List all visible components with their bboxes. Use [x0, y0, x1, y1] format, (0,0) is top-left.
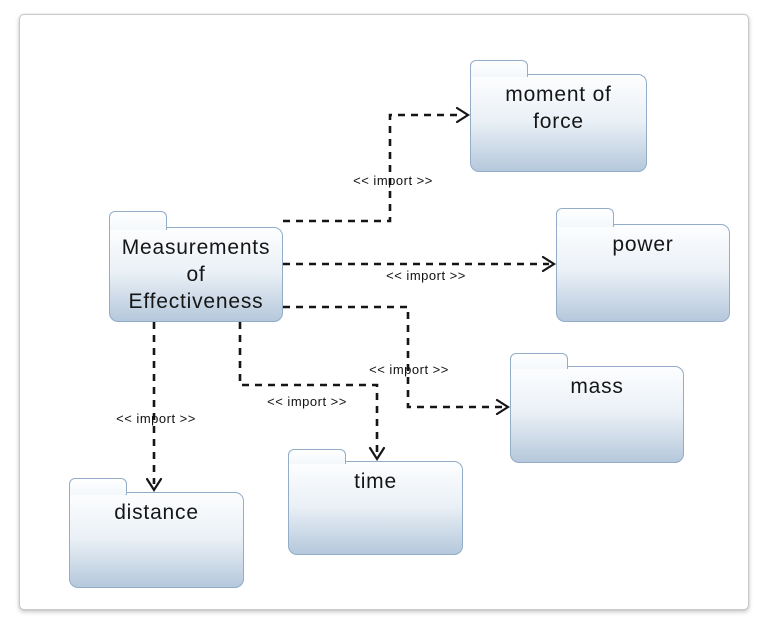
- diagram-canvas: << import >> << import >> << import >> <…: [19, 14, 749, 610]
- import-label: << import >>: [369, 362, 449, 377]
- package-label-line: distance: [114, 501, 199, 524]
- import-connector-distance[interactable]: << import >>: [116, 322, 196, 493]
- package-label-line: mass: [570, 375, 624, 398]
- open-arrowhead-icon: [541, 255, 557, 273]
- package-label-line: Effectiveness: [128, 290, 264, 313]
- package-mass[interactable]: mass: [509, 353, 684, 463]
- package-label-line: Measurements: [121, 236, 271, 259]
- connector-line: [283, 305, 503, 409]
- package-label-line: time: [354, 470, 397, 493]
- package-label-line: of: [186, 263, 206, 286]
- package-time[interactable]: time: [287, 449, 463, 555]
- package-moment-of-force[interactable]: moment of force: [469, 60, 647, 172]
- open-arrowhead-icon: [495, 398, 511, 416]
- package-power[interactable]: power: [555, 208, 730, 322]
- open-arrowhead-icon: [145, 477, 163, 493]
- connector-line: [238, 322, 379, 453]
- package-label-line: force: [533, 110, 584, 133]
- open-arrowhead-icon: [455, 106, 471, 124]
- package-label-line: moment of: [505, 83, 612, 106]
- import-label: << import >>: [386, 268, 466, 283]
- package-distance[interactable]: distance: [68, 478, 244, 588]
- import-connector-power[interactable]: << import >>: [283, 255, 557, 283]
- import-connector-mass[interactable]: << import >>: [283, 305, 511, 416]
- package-measurements-of-effectiveness[interactable]: Measurements of Effectiveness: [108, 211, 283, 322]
- open-arrowhead-icon: [368, 446, 386, 462]
- import-label: << import >>: [267, 394, 347, 409]
- package-label-line: power: [612, 233, 674, 256]
- connectors-layer: << import >> << import >> << import >> <…: [116, 106, 557, 493]
- import-label: << import >>: [353, 173, 433, 188]
- import-label: << import >>: [116, 411, 196, 426]
- connector-line: [283, 113, 462, 223]
- import-connector-moment-of-force[interactable]: << import >>: [283, 106, 471, 223]
- import-connector-time[interactable]: << import >>: [238, 322, 386, 462]
